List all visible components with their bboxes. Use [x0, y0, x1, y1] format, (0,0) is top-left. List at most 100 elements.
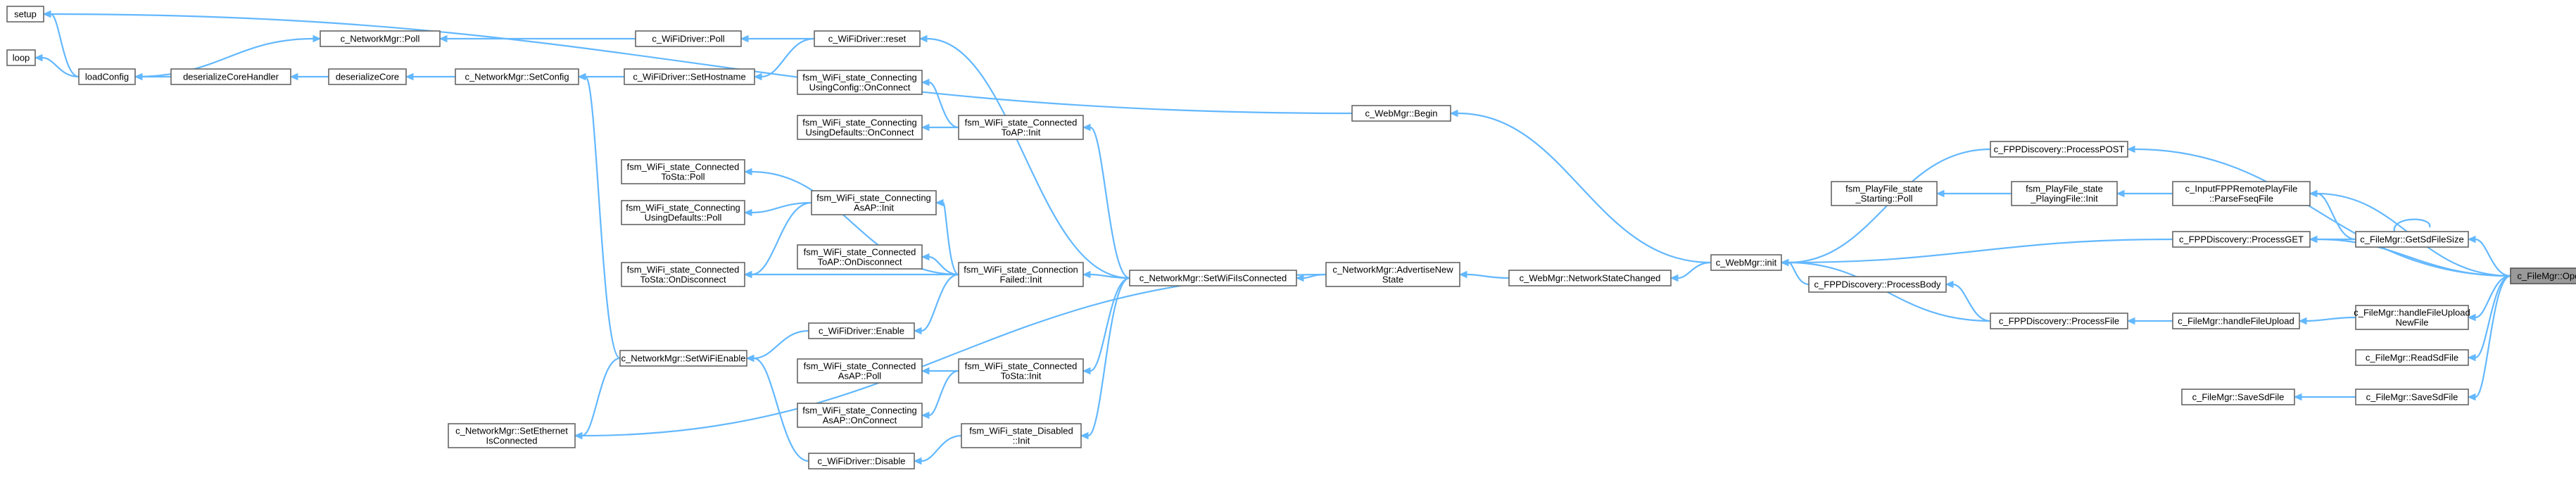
node-wm-begin[interactable]: c_WebMgr::Begin [1351, 105, 1451, 122]
edge-fm-readsdfile-to-fm-opensdfile [2475, 275, 2511, 359]
node-playfile-starting-poll[interactable]: fsm_PlayFile_state_Starting::Poll [1831, 181, 1938, 206]
node-box [811, 190, 937, 215]
node-box [621, 159, 745, 184]
edge-nm-advertise-to-wm-networkstatechanged [1466, 273, 1510, 279]
node-label: c_FPPDiscovery::ProcessGET [2179, 234, 2304, 245]
node-nm-setconfig[interactable]: c_NetworkMgr::SetConfig [455, 68, 579, 85]
node-fm-handlefileupload[interactable]: c_FileMgr::handleFileUpload [2172, 313, 2300, 329]
node-wd-enable[interactable]: c_WiFiDriver::Enable [808, 322, 915, 339]
node-label: loop [13, 53, 30, 63]
node-wd-reset[interactable]: c_WiFiDriver::reset [814, 30, 921, 47]
node-fpp-processbody[interactable]: c_FPPDiscovery::ProcessBody [1808, 276, 1947, 293]
node-connected-tosta-ondisc[interactable]: fsm_WiFi_state_ConnectedToSta::OnDisconn… [621, 262, 745, 287]
edge-fm-handlefileupload-to-fm-handlefileuploadnewfile [2306, 316, 2356, 322]
node-wd-sethostname[interactable]: c_WiFiDriver::SetHostname [624, 68, 755, 85]
edge-fpp-processbody-to-fpp-processfile [1952, 283, 1991, 322]
node-label: c_NetworkMgr::Poll [341, 34, 420, 44]
node-label: deserializeCore [336, 72, 399, 82]
node-conn-cfg-onconnect[interactable]: fsm_WiFi_state_ConnectingUsingConfig::On… [797, 70, 923, 95]
node-wm-init[interactable]: c_WebMgr::init [1710, 254, 1782, 271]
node-box [2172, 181, 2311, 206]
node-wd-poll[interactable]: c_WiFiDriver::Poll [635, 30, 742, 47]
node-wd-disable[interactable]: c_WiFiDriver::Disable [808, 453, 915, 469]
edge-loop-to-loadConfig [42, 56, 80, 78]
node-label: fsm_WiFi_state_Connecting [802, 72, 917, 83]
node-label: fsm_WiFi_state_Connecting [816, 193, 931, 203]
node-fm-opensdfile[interactable]: c_FileMgr::OpenSdFile [2510, 267, 2576, 284]
node-box [2355, 349, 2469, 366]
node-fm-savesdfile-caller[interactable]: c_FileMgr::SaveSdFile [2181, 389, 2295, 405]
node-box [958, 115, 1084, 140]
node-label: fsm_WiFi_state_Connected [965, 118, 1078, 128]
edge-arrowhead [921, 411, 930, 420]
edge-arrowhead [935, 198, 944, 207]
node-deserializeCoreHandler[interactable]: deserializeCoreHandler [170, 68, 291, 85]
node-setup[interactable]: setup [6, 6, 44, 23]
node-conn-def-poll[interactable]: fsm_WiFi_state_ConnectingUsingDefaults::… [621, 200, 745, 225]
edge-arrowhead [743, 208, 752, 217]
node-connected-toap-ondisc[interactable]: fsm_WiFi_state_ConnectedToAP::OnDisconne… [797, 244, 923, 270]
edge-connected-tosta-ondisc-to-conn-asap-init [751, 201, 812, 276]
edge-arrowhead [1295, 274, 1304, 282]
node-disabled-init[interactable]: fsm_WiFi_state_Disabled::Init [961, 423, 1082, 448]
node-label: ::ParseFseqFile [2209, 194, 2273, 204]
edge-arrowhead [740, 34, 749, 43]
node-label: AsAP::OnConnect [823, 415, 897, 426]
node-deserializeCore[interactable]: deserializeCore [328, 68, 407, 85]
edge-arrowhead [1082, 367, 1091, 375]
edge-arrowhead [577, 72, 586, 81]
node-label: loadConfig [85, 72, 129, 82]
node-box [1508, 270, 1672, 286]
edge-fpp-processget-to-fm-opensdfile [2316, 238, 2511, 277]
node-ifpp-parsefseq[interactable]: c_InputFPPRemotePlayFile::ParseFseqFile [2172, 181, 2311, 206]
node-conn-def-onconnect[interactable]: fsm_WiFi_state_ConnectingUsingDefaults::… [797, 115, 923, 140]
node-box [958, 358, 1084, 384]
node-label: c_FileMgr::ReadSdFile [2366, 353, 2458, 363]
edge-arrowhead [2467, 393, 2476, 401]
node-label: c_FileMgr::OpenSdFile [2518, 271, 2576, 282]
node-label: c_FPPDiscovery::ProcessBody [1814, 279, 1941, 290]
edge-arrowhead [1669, 274, 1679, 282]
node-label: c_NetworkMgr::SetConfig [465, 72, 569, 82]
edge-arrowhead [1780, 258, 1789, 267]
node-fm-readsdfile[interactable]: c_FileMgr::ReadSdFile [2355, 349, 2469, 366]
node-fpp-processget[interactable]: c_FPPDiscovery::ProcessGET [2172, 231, 2311, 248]
node-nm-setwifienable[interactable]: c_NetworkMgr::SetWiFiEnable [619, 350, 747, 367]
node-label: AsAP::Poll [838, 371, 882, 381]
edge-arrowhead [2309, 189, 2318, 198]
edge-arrowhead [921, 367, 930, 375]
node-box [797, 403, 923, 428]
node-box [624, 68, 755, 85]
node-wm-networkstatechanged[interactable]: c_WebMgr::NetworkStateChanged [1508, 270, 1672, 286]
node-playfile-playing-init[interactable]: fsm_PlayFile_state_PlayingFile::Init [2011, 181, 2118, 206]
node-box [1808, 276, 1947, 293]
node-fpp-processfile[interactable]: c_FPPDiscovery::ProcessFile [1990, 313, 2128, 329]
node-label: ::Init [1013, 436, 1030, 446]
node-fm-savesdfile[interactable]: c_FileMgr::SaveSdFile [2355, 389, 2469, 405]
edge-arrowhead [574, 431, 583, 440]
node-label: setup [14, 9, 37, 20]
node-loop[interactable]: loop [6, 49, 36, 66]
node-box [621, 200, 745, 225]
node-fm-getsdfilesize[interactable]: c_FileMgr::GetSdFileSize [2355, 231, 2469, 248]
node-box [2172, 231, 2311, 248]
node-label: ToSta::Init [1001, 371, 1042, 381]
node-label: fsm_WiFi_state_Disabled [969, 426, 1073, 436]
node-label: NewFile [2396, 317, 2429, 328]
node-nm-setwifiisconnected[interactable]: c_NetworkMgr::SetWiFiIsConnected [1129, 270, 1297, 286]
node-nm-poll[interactable]: c_NetworkMgr::Poll [320, 30, 441, 47]
node-label: fsm_WiFi_state_Connecting [802, 405, 917, 416]
node-fpp-processpost[interactable]: c_FPPDiscovery::ProcessPOST [1990, 141, 2128, 158]
node-loadConfig[interactable]: loadConfig [78, 68, 136, 85]
node-label: c_FileMgr::handleFileUpload [2354, 308, 2470, 318]
